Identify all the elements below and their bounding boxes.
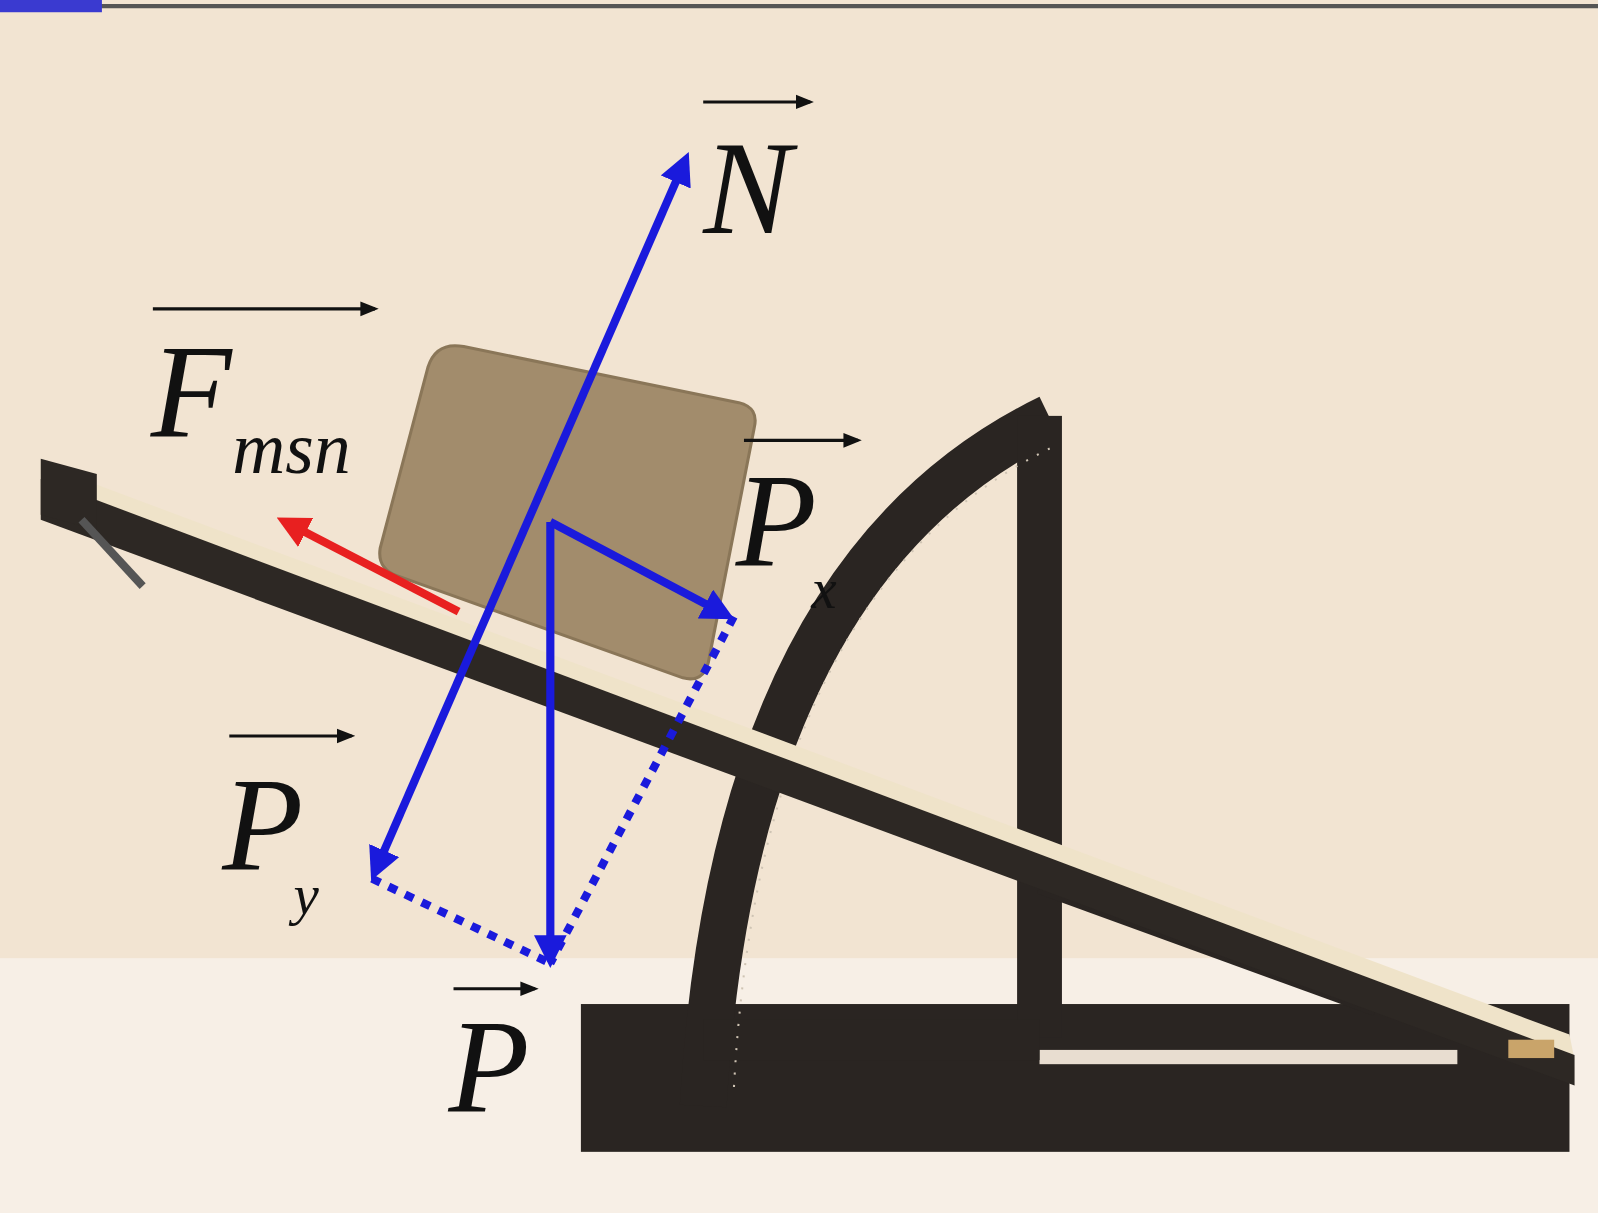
force-letter: N <box>703 123 791 256</box>
vector-sign <box>454 987 536 990</box>
base-slot <box>1040 1050 1458 1064</box>
subscript: y <box>294 866 319 923</box>
vector-sign <box>744 439 858 442</box>
weight-x-vector <box>550 522 725 615</box>
dotted-guide <box>550 617 733 964</box>
force-letter: P <box>736 455 817 588</box>
protractor-arm <box>1017 416 1062 1038</box>
frame-top <box>0 4 1598 8</box>
dotted-guide <box>372 879 550 964</box>
force-letter: P <box>222 759 303 892</box>
subscript: x <box>811 560 836 617</box>
frame-accent <box>0 0 102 12</box>
normal-vector <box>375 161 685 871</box>
weight-vector <box>546 522 554 958</box>
force-letter: P <box>448 1001 529 1134</box>
subscript: msn <box>232 412 350 485</box>
protractor-foot <box>703 1019 1039 1060</box>
force-letter: F <box>151 326 232 459</box>
clamp <box>41 459 97 530</box>
vector-sign <box>703 100 810 103</box>
board-end <box>1508 1040 1554 1058</box>
vector-sign <box>229 734 351 737</box>
clamp-screw <box>82 520 143 586</box>
vector-sign <box>153 307 375 310</box>
block <box>380 346 755 679</box>
friction-vector <box>285 522 458 612</box>
